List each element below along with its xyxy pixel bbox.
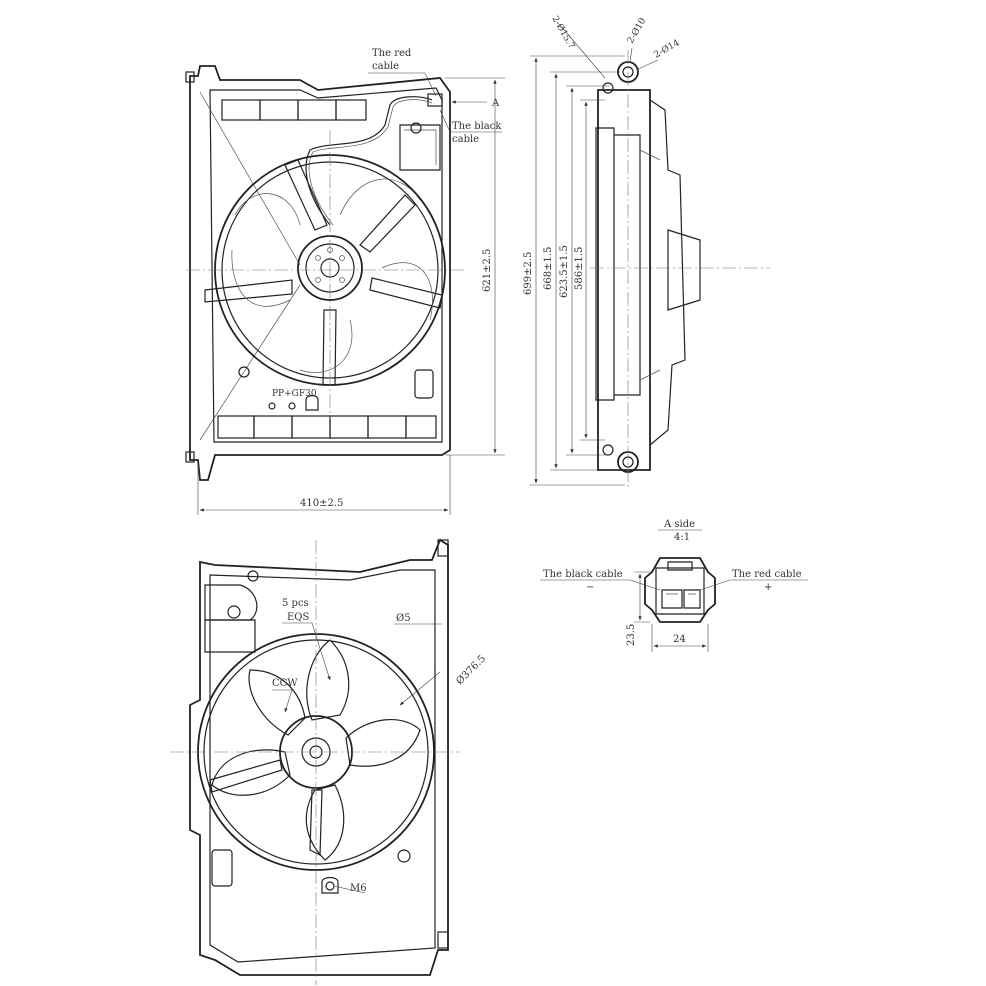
side-dim-4: 586±1.5 <box>574 247 585 290</box>
side-motor <box>667 229 701 311</box>
front-cable-route <box>305 96 433 226</box>
rotation-label: CCW <box>272 678 298 689</box>
side-body <box>597 89 651 471</box>
connector-detail: A side 4:1 The black cable − The red cab… <box>540 519 808 652</box>
black-cable-label-2: cable <box>452 134 479 145</box>
m6-boss <box>321 876 339 894</box>
rear-shroud-outline <box>189 538 449 976</box>
rear-tab-top <box>437 539 449 557</box>
callout-dia-14: 2-Ø14 <box>652 37 682 60</box>
connector-outline <box>644 557 716 623</box>
detail-title: A side <box>663 519 695 530</box>
front-blades <box>231 178 433 373</box>
fixings-label-2: EQS <box>287 612 309 623</box>
top-vent-slots <box>221 99 367 121</box>
height-dim-text: 621±2.5 <box>482 249 493 292</box>
tab-bottom-left <box>185 451 195 463</box>
rear-view: 5 pcs EQS Ø5 Ø376.5 CCW M6 <box>170 538 488 985</box>
motor-struts <box>204 159 443 386</box>
rear-blades <box>211 639 421 861</box>
fan-diameter-label: Ø376.5 <box>454 653 488 687</box>
tab-top-left <box>185 71 195 83</box>
red-cable-label-1: The red <box>372 48 412 59</box>
black-cable-label-1: The black <box>452 121 502 132</box>
rear-tab-bottom <box>437 931 449 949</box>
connector-latch <box>667 561 693 571</box>
detail-height-dim: 23.5 <box>626 624 637 646</box>
hole-dia-label: Ø5 <box>396 613 411 624</box>
side-dim-2: 668±1.5 <box>543 247 554 290</box>
connector-housing <box>655 567 705 615</box>
front-view: PP+GF30 The red cable The black cable A … <box>185 48 505 515</box>
detail-scale: 4:1 <box>674 532 690 543</box>
side-dim-1: 699±2.5 <box>523 252 534 295</box>
positive-sign: + <box>764 582 772 593</box>
width-dim-text: 410±2.5 <box>300 498 343 509</box>
side-view: 2-Ø15.7 2-Ø10 2-Ø14 699±2.5 668±1.5 623.… <box>523 14 770 490</box>
connector-bracket <box>399 124 441 171</box>
black-cable-detail-label: The black cable <box>543 569 623 580</box>
red-cable-label-2: cable <box>372 61 399 72</box>
front-braces <box>199 91 301 441</box>
rear-bracket <box>204 584 258 621</box>
view-marker-a: A <box>491 98 500 109</box>
callout-dia-10: 2-Ø10 <box>625 16 648 46</box>
detail-width-dim: 24 <box>673 634 686 645</box>
thread-label: M6 <box>350 883 367 894</box>
front-shroud-outline <box>189 65 451 481</box>
side-frame-left <box>595 127 615 401</box>
material-marking: PP+GF30 <box>272 389 317 399</box>
callout-dia-15-7: 2-Ø15.7 <box>549 14 577 51</box>
bottom-vent-slots <box>217 415 437 439</box>
side-dim-3: 623.5±1.5 <box>559 245 570 298</box>
red-cable-detail-label: The red cable <box>732 569 802 580</box>
front-shroud-inner <box>209 87 443 443</box>
fixings-label-1: 5 pcs <box>282 598 309 609</box>
negative-sign: − <box>586 582 594 593</box>
